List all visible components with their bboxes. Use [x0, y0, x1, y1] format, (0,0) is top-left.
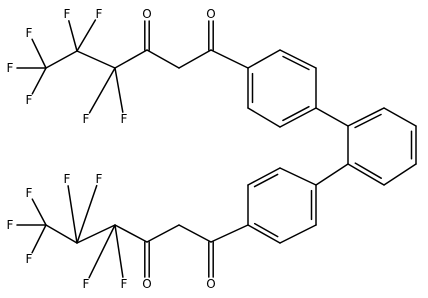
bond-uA2-uA3: [279, 49, 317, 69]
bond-lA4-lCO2: [210, 224, 249, 243]
atom-label-o4: O: [206, 277, 215, 291]
bond-c4-c5: [383, 163, 417, 186]
bond-uCF2b-f6: [88, 67, 116, 114]
bond-lA4-lA5: [247, 224, 281, 244]
bond-lA2-lA3-inner: [253, 173, 279, 188]
bond-c5-c6: [347, 163, 385, 186]
atom-label-f11: F: [64, 172, 71, 186]
atom-label-f2: F: [26, 26, 33, 40]
bond-uA4-uA5-inner: [282, 105, 310, 122]
atom-label-f4: F: [64, 7, 71, 21]
bond-lA5-lA6: [279, 224, 317, 244]
atom-label-f6: F: [83, 112, 90, 126]
bond-lCO2-lCH2: [178, 224, 212, 243]
bond-c1-c2-inner: [354, 113, 382, 129]
bond-uCH2-uCO2: [178, 49, 212, 69]
bond-lCH2-lCO1: [146, 224, 180, 243]
atom-label-f3: F: [26, 93, 33, 107]
bond-lCF2a-lCF3: [45, 224, 78, 244]
atom-label-f5: F: [96, 7, 103, 21]
bond-uA5-uA6: [247, 107, 281, 128]
bond-lA4-lA5-inner: [253, 222, 279, 238]
atom-label-f13: F: [83, 277, 90, 291]
bond-uA2-uA3-inner: [282, 55, 310, 71]
bond-uCF3-uCF2a: [45, 50, 78, 69]
bond-uCF3-f2: [31, 38, 47, 69]
bond-lCF2a-f11: [67, 185, 78, 244]
bond-uCF2a-uCF2b: [76, 50, 116, 69]
bond-uCF2b-uCO1: [114, 49, 148, 69]
bond-lA2-lA3: [247, 167, 281, 186]
atom-label-f1: F: [7, 61, 14, 75]
bond-lA1-lA2: [279, 167, 317, 186]
atom-label-o2: O: [206, 7, 215, 21]
bond-uCF2b-f7: [114, 67, 124, 113]
bond-uCO1-uCH2: [146, 49, 180, 69]
atom-label-o1: O: [142, 7, 151, 21]
bond-c1-c2: [347, 107, 385, 127]
atom-label-f7: F: [121, 112, 128, 126]
bond-lCF3-f9: [31, 198, 47, 226]
bond-lCF2a-f12: [76, 184, 98, 244]
bond-uA4-c1: [315, 107, 349, 127]
bond-lCF2b-f14: [114, 224, 124, 278]
atom-label-f14: F: [121, 277, 128, 291]
bond-lCF3-f10: [31, 224, 47, 254]
atom-label-f10: F: [26, 252, 33, 266]
bond-uA4-uA5: [279, 107, 317, 128]
bond-lCF2b-lCF2a: [76, 224, 116, 244]
bond-uA1-uA2: [247, 49, 281, 69]
bond-uCF3-f3: [31, 67, 47, 95]
bond-lCO1-lCF2b: [114, 224, 148, 243]
bond-uCF2a-f4: [68, 20, 78, 52]
atom-label-f12: F: [96, 172, 103, 186]
bond-uCO2-uA1: [210, 49, 249, 69]
bond-c5-c6-inner: [354, 162, 382, 179]
atom-label-o3: O: [142, 277, 151, 291]
bond-group: [16, 19, 417, 279]
atom-label-f8: F: [7, 218, 14, 232]
bond-lCF2b-f13: [88, 224, 116, 279]
bond-c2-c3: [383, 107, 417, 127]
bond-uCF2a-f5: [76, 19, 97, 52]
atom-label-f9: F: [26, 186, 33, 200]
bond-c6-lA1: [315, 163, 349, 186]
